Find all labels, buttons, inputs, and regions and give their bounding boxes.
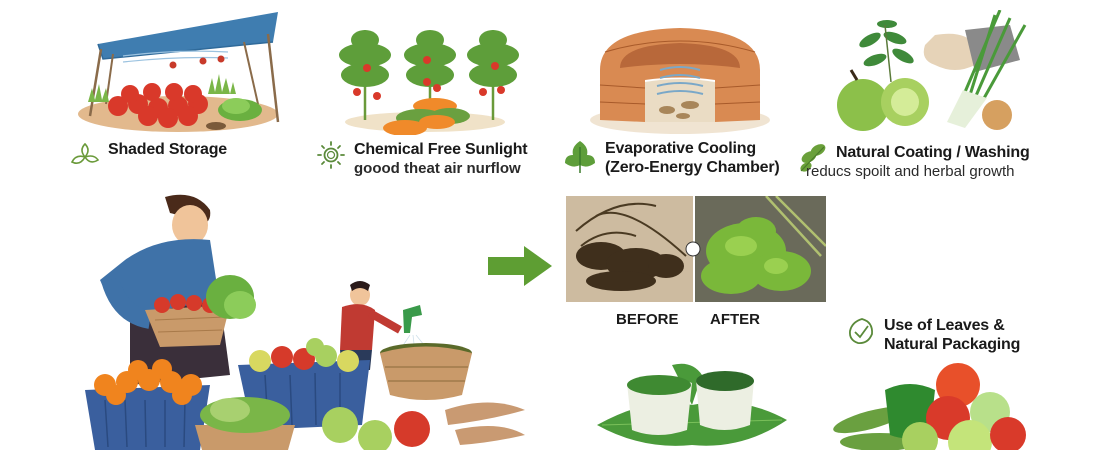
caption-title: Natural Coating / Washing xyxy=(836,144,1030,161)
evaporative-chamber-illustration xyxy=(585,10,775,135)
caption-natural-coating: Natural Coating / Washing reducs spoilt … xyxy=(798,143,1030,181)
fresh-vegetables-illustration xyxy=(830,360,1030,450)
caption-subtitle: Natural Packaging xyxy=(884,336,1021,353)
caption-leaves-packaging: Use of Leaves & Natural Packaging xyxy=(846,316,1020,354)
leaf-check-icon xyxy=(849,318,873,344)
leaf-icon xyxy=(565,141,595,173)
sunlight-plants-illustration xyxy=(325,10,525,135)
caption-subtitle: (Zero-Energy Chamber) xyxy=(605,159,780,176)
caption-title: Use of Leaves & xyxy=(884,317,1005,334)
leaf-packaging-illustration xyxy=(592,355,792,450)
after-label: AFTER xyxy=(710,311,760,328)
caption-title: Chemical Free Sunlight xyxy=(354,141,528,158)
herb-leaves-icon xyxy=(70,142,100,164)
natural-coating-illustration xyxy=(825,10,1040,135)
sun-icon xyxy=(317,141,345,169)
sprig-icon xyxy=(800,144,826,172)
caption-shaded-storage: Shaded Storage xyxy=(70,140,227,170)
caption-evaporative-cooling: Evaporative Cooling (Zero-Energy Chamber… xyxy=(563,139,780,177)
shaded-storage-illustration xyxy=(68,4,288,134)
caption-subtitle: goood theat air nurflow xyxy=(354,160,521,177)
before-after-comparison xyxy=(566,196,826,302)
before-label: BEFORE xyxy=(616,311,679,328)
caption-subtitle: reducs spoilt and herbal growth xyxy=(806,163,1015,180)
caption-title: Evaporative Cooling xyxy=(605,140,756,157)
caption-chemical-free-sunlight: Chemical Free Sunlight goood theat air n… xyxy=(316,140,528,178)
arrow-right-icon xyxy=(488,246,554,286)
farmers-sorting-illustration xyxy=(70,185,530,450)
caption-title: Shaded Storage xyxy=(108,141,228,158)
